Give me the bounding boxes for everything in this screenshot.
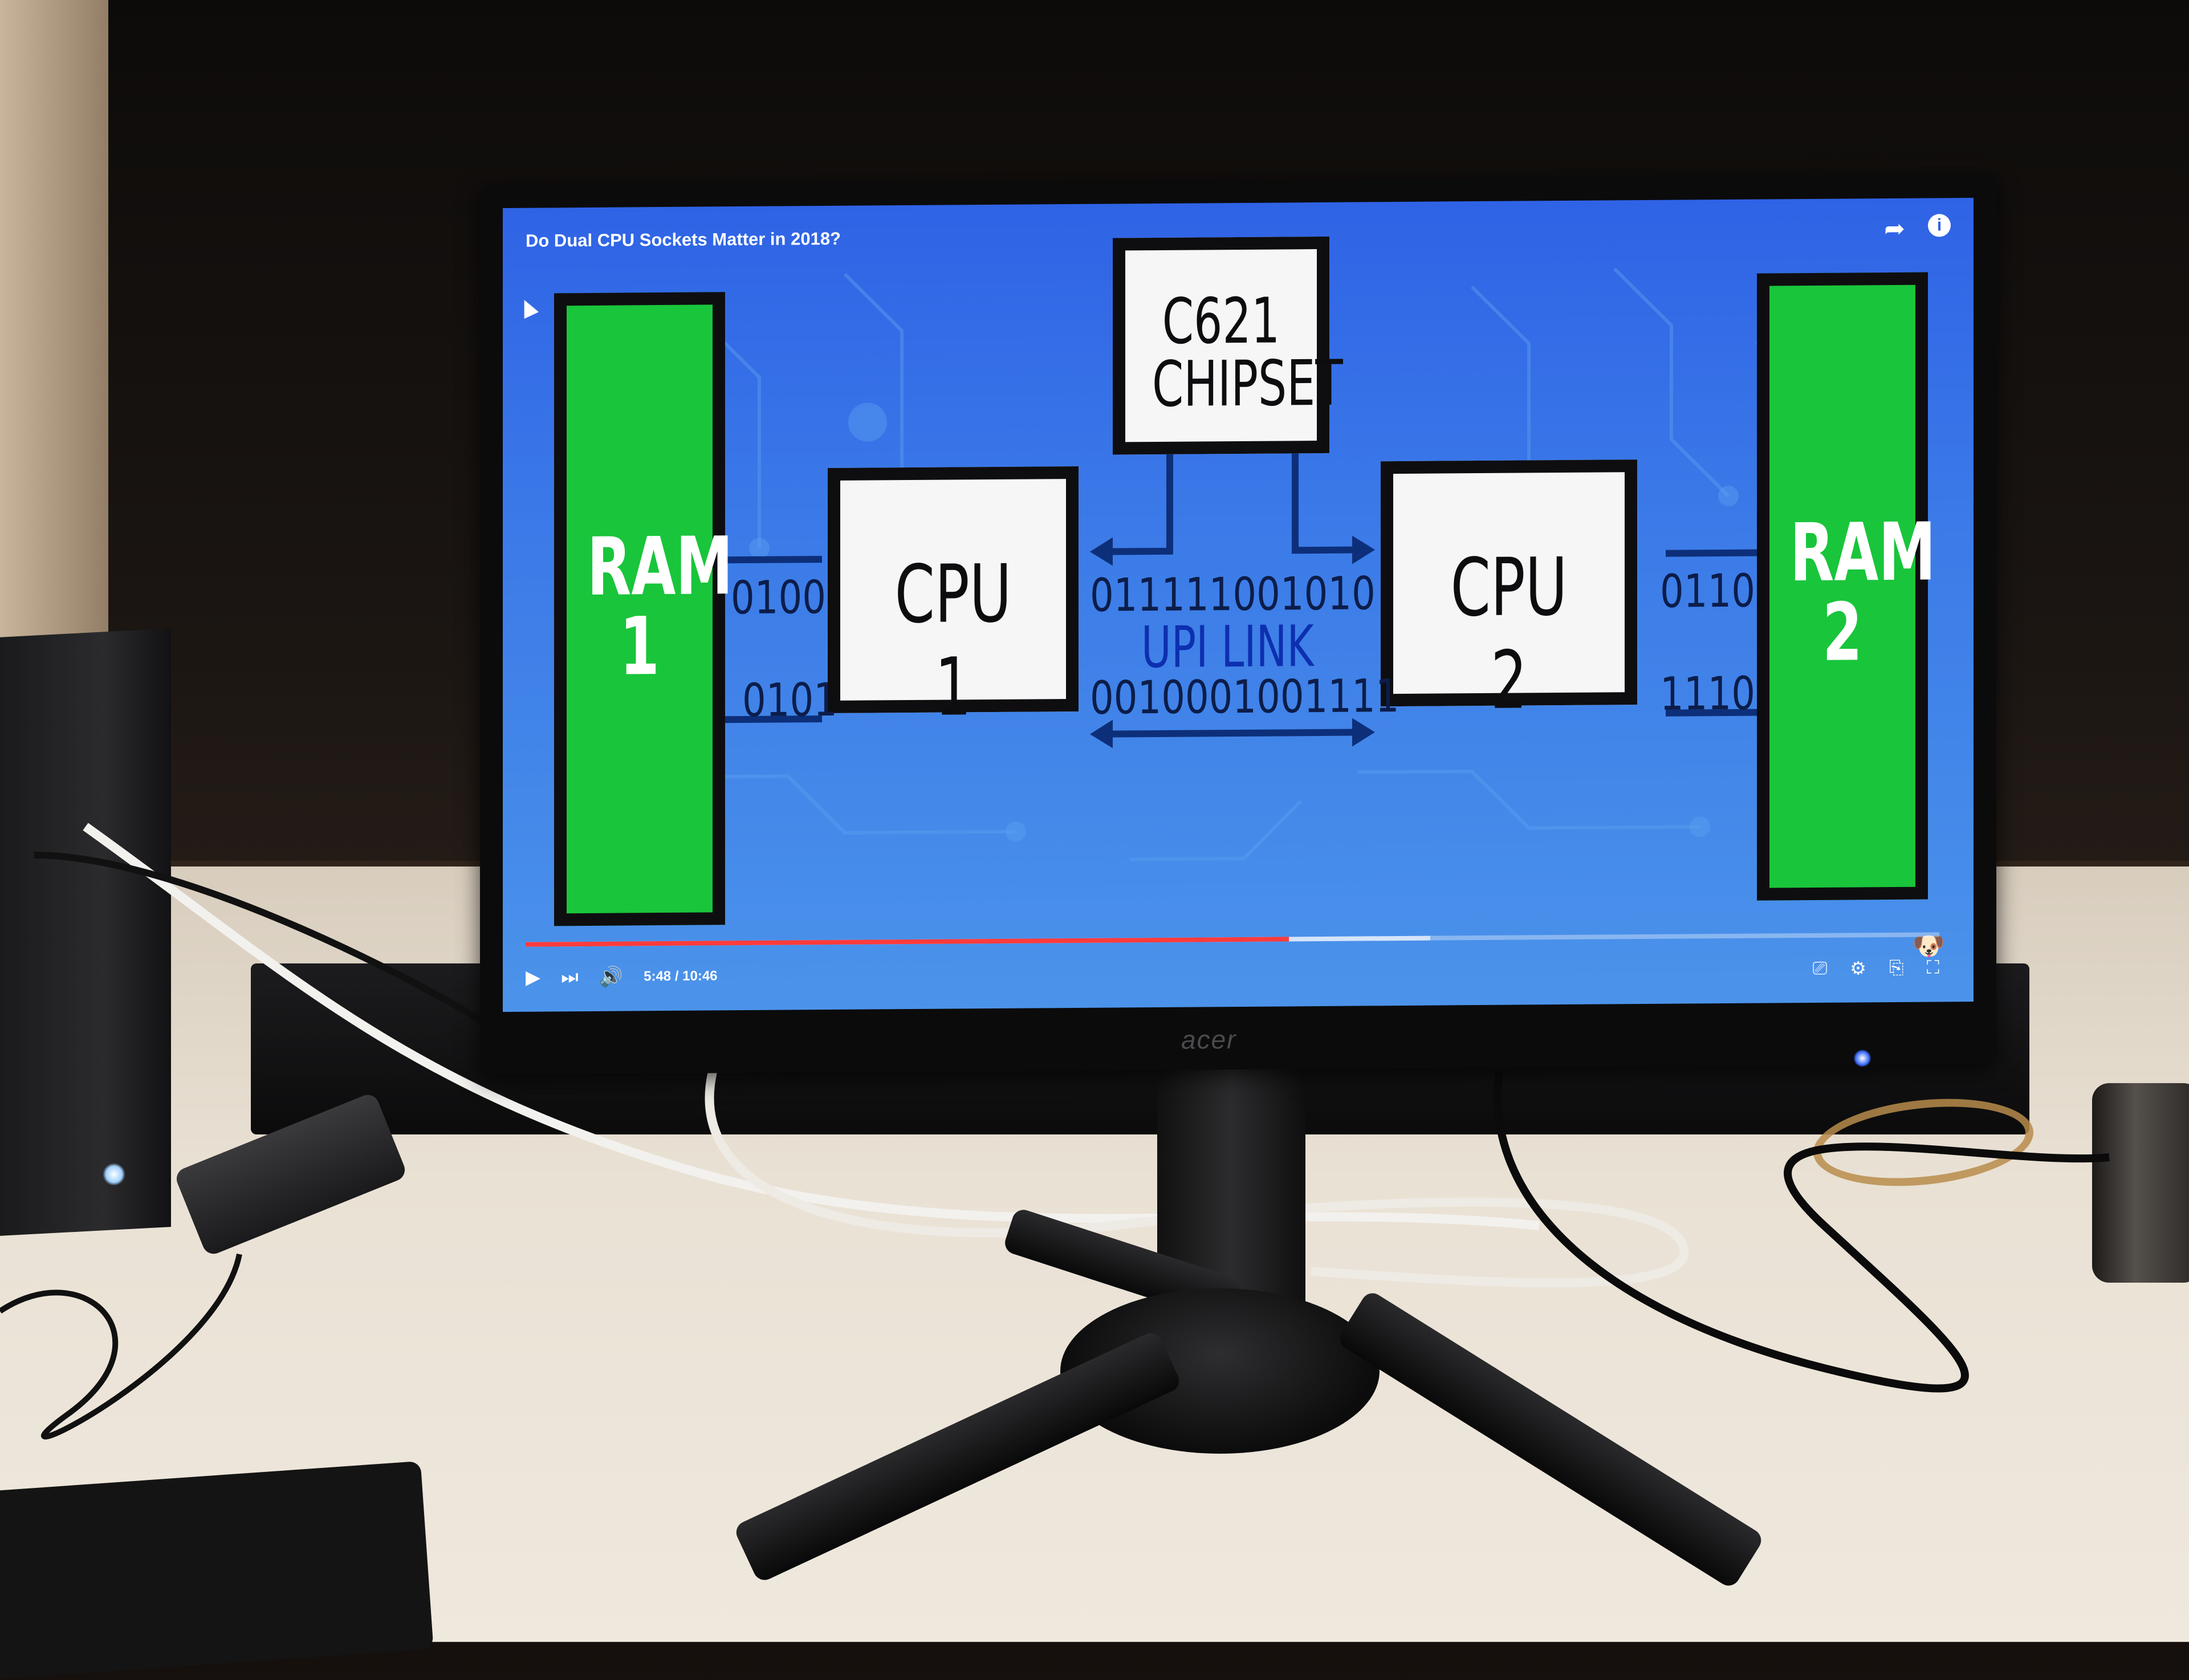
binary-left-top: 0100 bbox=[731, 571, 826, 625]
binary-right-top: 0110 bbox=[1660, 564, 1755, 618]
binary-left-bottom: 0101 bbox=[742, 673, 837, 727]
cpu-1-label: CPU 1 bbox=[894, 547, 1012, 734]
pc-power-light bbox=[103, 1163, 125, 1186]
ram-1-label-line1: RAM bbox=[587, 520, 733, 614]
play-icon[interactable]: ▶ bbox=[526, 966, 541, 989]
settings-icon[interactable]: ⚙ bbox=[1850, 958, 1866, 979]
player-right-controls: ⎚ ⚙ ⎘ ⛶ bbox=[1813, 957, 1939, 979]
chipset-label-line1: C621 bbox=[1162, 284, 1280, 358]
chipset-block: C621 CHIPSET bbox=[1113, 236, 1343, 455]
cpu-2-block: CPU 2 bbox=[1381, 459, 1637, 727]
ram-1-label: RAM 1 bbox=[587, 520, 733, 694]
monitor-power-light bbox=[1854, 1050, 1871, 1067]
ram-2-block: RAM 2 bbox=[1757, 272, 1936, 901]
time-display: 5:48 / 10:46 bbox=[644, 968, 718, 985]
binary-right-bottom: 1110 bbox=[1660, 666, 1755, 721]
jar bbox=[2092, 1083, 2189, 1283]
exit-fullscreen-icon[interactable]: ⛶ bbox=[1926, 957, 1939, 978]
ram-2-label-line1: RAM bbox=[1789, 506, 1936, 600]
ram-2-label-line2: 2 bbox=[1822, 586, 1863, 680]
ram-2-label: RAM 2 bbox=[1789, 506, 1936, 680]
video-screen[interactable]: Do Dual CPU Sockets Matter in 2018? ➦ i bbox=[503, 197, 1974, 1012]
ram-1-block: RAM 1 bbox=[554, 292, 733, 926]
chipset-label: C621 CHIPSET bbox=[1152, 284, 1343, 421]
binary-bottom-center: 0010001001111 bbox=[1090, 669, 1399, 725]
chipset-label-line2: CHIPSET bbox=[1152, 346, 1343, 421]
monitor: Do Dual CPU Sockets Matter in 2018? ➦ i bbox=[480, 174, 1996, 1075]
next-icon[interactable]: ⏭ bbox=[561, 966, 579, 988]
cast-icon[interactable]: ⎘ bbox=[1889, 957, 1904, 978]
captions-icon[interactable]: ⎚ bbox=[1812, 957, 1828, 978]
cpu-1-block: CPU 1 bbox=[828, 466, 1079, 734]
cpu-2-label: CPU 2 bbox=[1450, 540, 1568, 727]
monitor-brand-logo: acer bbox=[1181, 1024, 1237, 1055]
volume-icon[interactable]: 🔊 bbox=[599, 966, 624, 988]
ram-1-label-line2: 1 bbox=[619, 600, 660, 694]
